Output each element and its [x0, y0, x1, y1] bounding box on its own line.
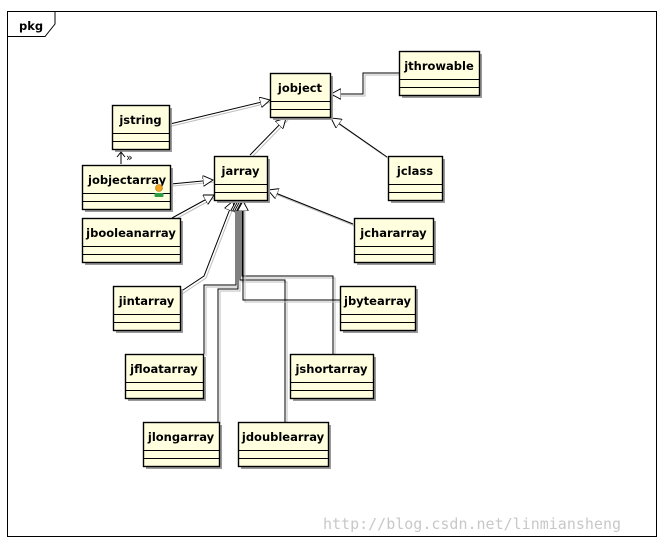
class-box — [398, 50, 481, 97]
edge-jarray-to-jobject — [249, 118, 286, 156]
class-name-jbytearray: jbytearray — [343, 294, 411, 308]
edge-jdoublearray-to-jarray — [240, 201, 286, 422]
class-name-jobject: jobject — [277, 81, 323, 95]
class-jobjectarray[interactable]: jobjectarray — [81, 164, 174, 213]
class-box — [142, 421, 221, 468]
class-box — [353, 217, 435, 264]
edge-jintarray-to-jarray — [179, 201, 233, 293]
package-label: pkg — [19, 19, 43, 33]
class-box — [269, 72, 332, 119]
edge-shadow-jfloatarray-to-jarray — [205, 203, 239, 356]
class-box — [81, 217, 182, 264]
class-name-jlongarray: jlongarray — [147, 430, 215, 444]
stereotype-marker: » — [116, 151, 133, 164]
class-name-jfloatarray: jfloatarray — [129, 362, 198, 376]
class-jthrowable[interactable]: jthrowable — [398, 50, 483, 99]
edge-jbooleanarray-to-jarray — [171, 195, 214, 219]
edge-jlongarray-to-jarray — [217, 201, 238, 422]
edge-shadow-jchararray-to-jarray — [269, 191, 356, 227]
edge-jstring-to-jobject — [169, 100, 270, 125]
edge-jbytearray-to-jarray — [243, 201, 340, 301]
class-name-jobjectarray: jobjectarray — [87, 173, 167, 187]
class-jbytearray[interactable]: jbytearray — [339, 285, 419, 334]
class-jfloatarray[interactable]: jfloatarray — [124, 353, 207, 402]
class-box — [112, 285, 182, 332]
class-box — [387, 155, 444, 202]
class-jshortarray[interactable]: jshortarray — [289, 353, 377, 402]
class-name-jclass: jclass — [396, 164, 433, 178]
package-frame: pkg — [7, 11, 657, 537]
class-jstring[interactable]: jstring — [111, 104, 173, 153]
edge-shadow-jobjectarray-to-jarray — [172, 181, 216, 187]
class-name-jstring: jstring — [118, 113, 161, 127]
edge-shadow-jstring-to-jobject — [171, 101, 273, 127]
edge-shadow-jshortarray-to-jarray — [243, 203, 336, 356]
stereotype-glyph: » — [126, 151, 133, 164]
class-name-jbooleanarray: jbooleanarray — [85, 226, 176, 240]
class-box — [339, 285, 417, 332]
edge-jclass-to-jobject — [331, 118, 388, 158]
class-jlongarray[interactable]: jlongarray — [142, 421, 223, 470]
edge-shadow-jintarray-to-jarray — [181, 202, 236, 295]
class-jbooleanarray[interactable]: jbooleanarray — [81, 217, 184, 266]
class-name-jthrowable: jthrowable — [403, 59, 474, 73]
class-name-jchararray: jchararray — [359, 226, 427, 240]
person-icon — [154, 184, 164, 197]
class-jdoublearray[interactable]: jdoublearray — [237, 421, 332, 470]
class-jobject[interactable]: jobject — [269, 72, 334, 121]
edge-jchararray-to-jarray — [268, 190, 354, 225]
class-box — [237, 421, 330, 468]
generalization-edges — [169, 72, 401, 424]
class-jchararray[interactable]: jchararray — [353, 217, 437, 266]
class-jclass[interactable]: jclass — [387, 155, 446, 204]
watermark: http://blog.csdn.net/linmiansheng — [323, 515, 621, 533]
edge-shadow-jarray-to-jobject — [251, 119, 289, 158]
edge-jobjectarray-to-jarray — [170, 180, 213, 184]
edge-shadow-jdoublearray-to-jarray — [241, 203, 288, 424]
edge-jshortarray-to-jarray — [242, 201, 334, 354]
class-boxes: jobject jthrowable jstring jclass jobjectarr… — [81, 50, 483, 470]
class-name-jdoublearray: jdoublearray — [241, 430, 325, 444]
edge-shadow-jbooleanarray-to-jarray — [173, 196, 217, 221]
class-jintarray[interactable]: jintarray — [112, 285, 184, 334]
class-name-jintarray: jintarray — [118, 294, 175, 308]
class-box — [213, 155, 269, 202]
class-box — [124, 353, 205, 400]
edge-jfloatarray-to-jarray — [203, 201, 236, 354]
edge-shadow-jlongarray-to-jarray — [219, 203, 241, 424]
class-jarray[interactable]: jarray — [213, 155, 271, 204]
class-name-jarray: jarray — [221, 164, 260, 178]
class-box — [111, 104, 171, 151]
edge-shadow-jthrowable-to-jobject — [333, 74, 401, 97]
class-box — [289, 353, 375, 400]
edge-jthrowable-to-jobject — [331, 72, 399, 94]
class-name-jshortarray: jshortarray — [294, 362, 368, 376]
edge-shadow-jbytearray-to-jarray — [244, 203, 342, 303]
